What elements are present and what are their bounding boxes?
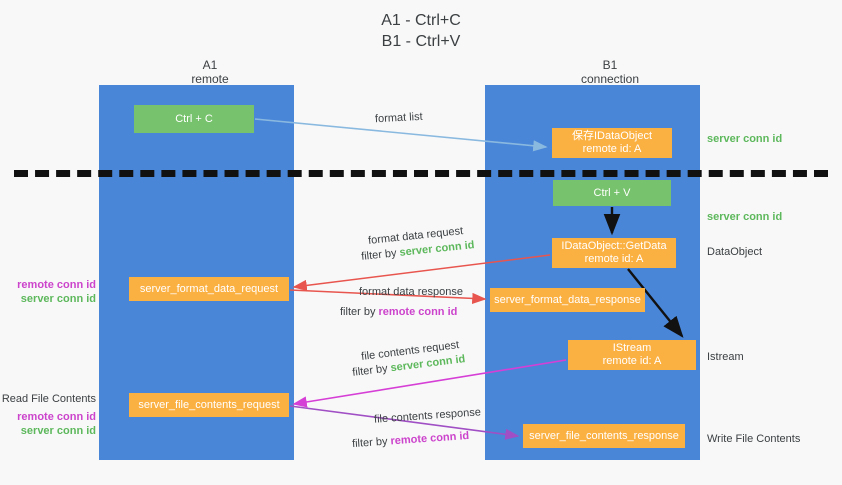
edge-format-data-response — [289, 289, 487, 305]
note-conn-ids-lower: remote conn id server conn id — [0, 410, 96, 438]
edge-label-format-data-response: format data response — [359, 286, 463, 298]
node-ctrl-v[interactable]: Ctrl + V — [553, 180, 671, 206]
note-conn-ids-upper: remote conn id server conn id — [0, 278, 96, 306]
note-server-conn-id-mid: server conn id — [707, 211, 783, 223]
edge-format-list — [254, 118, 548, 152]
node-server-format-data-request[interactable]: server_format_data_request — [129, 277, 289, 301]
edge-file-contents-response — [289, 405, 520, 440]
edge-getdata-to-istream — [627, 268, 684, 338]
note-remote-conn-id-2: remote conn id — [17, 411, 96, 423]
node-istream[interactable]: IStream remote id: A — [568, 340, 696, 370]
note-dataobject: DataObject — [707, 246, 763, 258]
node-server-file-contents-response-label: server_file_contents_response — [529, 429, 679, 442]
node-idataobject-subtitle: remote id: A — [582, 143, 642, 155]
edge-format-data-request — [292, 254, 551, 291]
column-a1-role: remote — [191, 72, 229, 86]
node-istream-subtitle: remote id: A — [602, 355, 662, 367]
column-header-a1: A1 remote — [120, 58, 300, 86]
note-read-file-contents: Read File Contents — [1, 393, 96, 405]
edge-label-format-list: format list — [374, 110, 423, 126]
node-istream-title: IStream — [612, 342, 652, 354]
note-server-conn-id-2: server conn id — [20, 425, 96, 437]
filter-prefix-1: filter by — [360, 246, 401, 263]
title-line-1: A1 - Ctrl+C — [381, 12, 461, 29]
node-ctrl-c[interactable]: Ctrl + C — [134, 105, 254, 133]
edge-label-format-data-response-filter: filter by remote conn id — [340, 305, 457, 320]
node-idataobject-getdata[interactable]: IDataObject::GetData remote id: A — [552, 238, 676, 268]
node-server-format-data-response-label: server_format_data_response — [494, 293, 641, 306]
node-server-format-data-request-label: server_format_data_request — [139, 282, 279, 295]
column-header-b1: B1 connection — [520, 58, 700, 86]
node-idataobject-title: 保存IDataObject — [571, 130, 653, 142]
phase-divider — [14, 170, 828, 177]
title-line-2: B1 - Ctrl+V — [381, 33, 461, 50]
filter-prefix-4: filter by — [351, 435, 391, 451]
node-getdata-subtitle: remote id: A — [584, 253, 644, 265]
column-b1-role: connection — [580, 72, 640, 86]
node-idataobject[interactable]: 保存IDataObject remote id: A — [552, 128, 672, 158]
edge-file-contents-request — [292, 359, 567, 408]
note-server-conn-id-top: server conn id — [707, 133, 783, 145]
filter-prefix-2: filter by — [340, 306, 379, 318]
node-server-format-data-response[interactable]: server_format_data_response — [490, 288, 645, 312]
node-server-file-contents-request-label: server_file_contents_request — [138, 398, 280, 411]
node-server-file-contents-response[interactable]: server_file_contents_response — [523, 424, 685, 448]
note-server-conn-id-1: server conn id — [20, 293, 96, 305]
node-server-file-contents-request[interactable]: server_file_contents_request — [129, 393, 289, 417]
node-ctrl-c-label: Ctrl + C — [175, 112, 213, 125]
filter-key-remote-conn-id-1: remote conn id — [378, 306, 458, 318]
column-b1-name: B1 — [602, 58, 618, 72]
node-getdata-title: IDataObject::GetData — [561, 240, 667, 252]
note-remote-conn-id-1: remote conn id — [17, 279, 96, 291]
node-ctrl-v-label: Ctrl + V — [593, 186, 631, 199]
column-a1-name: A1 — [202, 58, 218, 72]
filter-prefix-3: filter by — [351, 362, 392, 379]
page-title: A1 - Ctrl+C B1 - Ctrl+V — [0, 10, 842, 52]
note-istream: Istream — [707, 351, 744, 363]
note-write-file-contents: Write File Contents — [707, 433, 801, 445]
